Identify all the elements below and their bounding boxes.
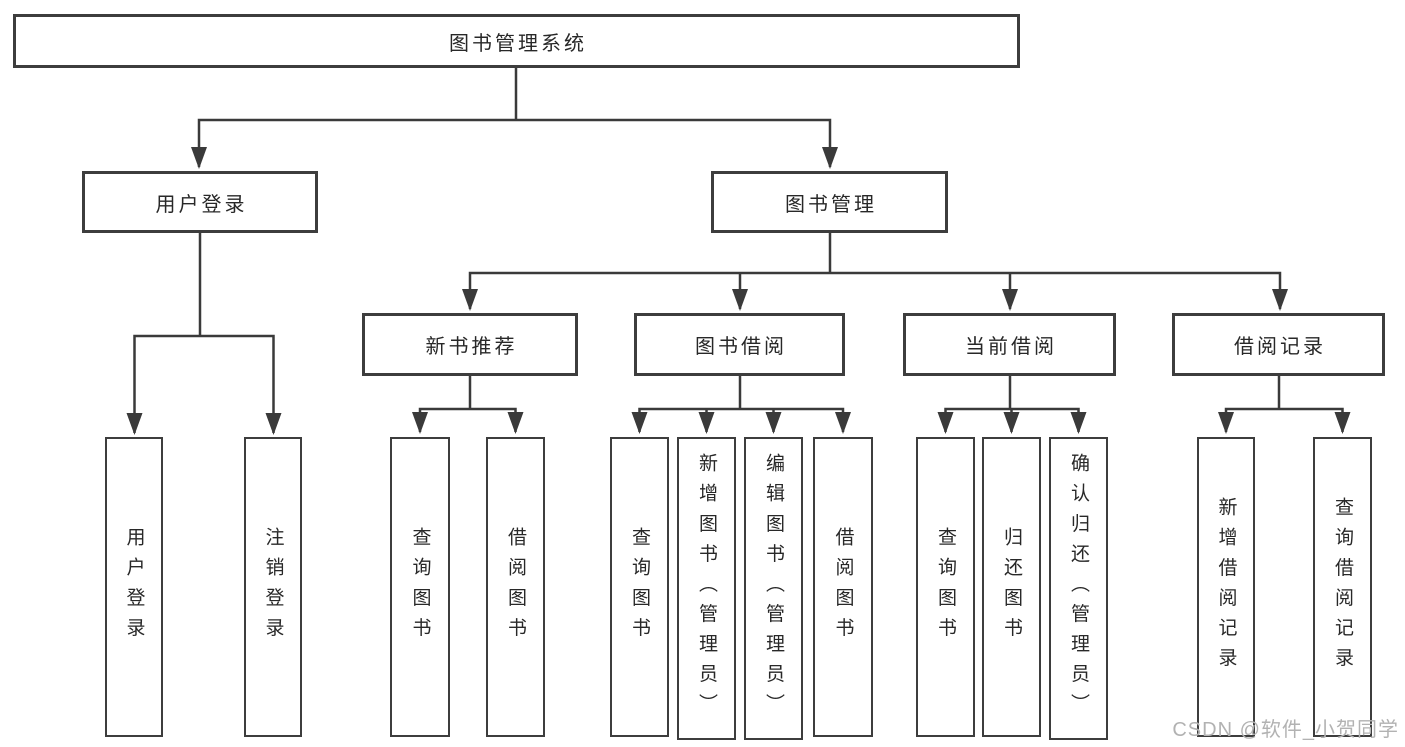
node-current-confirm-return-admin: 确认归还（管理员） [1049,437,1108,740]
node-label: 用户登录 [123,526,145,648]
node-borrow-query-books: 查询图书 [610,437,669,737]
node-label: 查询图书 [935,526,956,648]
node-label: 借阅图书 [505,526,526,648]
node-label: 注销登录 [262,526,284,648]
csdn-watermark: CSDN @软件_小贺同学 [1172,719,1399,741]
node-label: 借阅记录 [1234,336,1326,358]
node-label: 查询图书 [409,526,431,648]
node-label: 查询借阅记录 [1332,496,1353,678]
node-records-query-record: 查询借阅记录 [1313,437,1372,737]
edge-records-to-leaves [1218,407,1351,434]
node-label: 图书借阅 [695,336,787,358]
node-label: 图书管理系统 [449,32,587,55]
node-label: 图书管理 [785,193,877,216]
node-label: 新增图书（管理员） [696,453,717,724]
node-current-borrowing: 当前借阅 [903,313,1116,376]
node-rec-query-books: 查询图书 [390,437,450,737]
node-label: 借阅图书 [832,526,854,648]
node-label: 新书推荐 [425,336,518,358]
node-label: 归还图书 [1001,526,1022,648]
edge-borrow-to-leaves [631,407,851,434]
node-label: 用户登录 [155,193,248,216]
node-records-add-record: 新增借阅记录 [1197,437,1255,737]
node-current-query-books: 查询图书 [916,437,975,737]
node-user-login: 用户登录 [82,171,318,233]
node-borrow-add-books-admin: 新增图书（管理员） [677,437,736,740]
node-label: 当前借阅 [965,336,1057,358]
node-label: 确认归还（管理员） [1068,453,1089,724]
edge-bookmgmt-to-sections [462,271,1288,311]
node-book-borrowing: 图书借阅 [634,313,845,376]
node-rec-borrow-books: 借阅图书 [486,437,545,737]
node-new-book-recommend: 新书推荐 [362,313,578,376]
node-label: 编辑图书（管理员） [763,453,784,724]
node-book-management: 图书管理 [711,171,948,233]
node-library-system: 图书管理系统 [13,14,1020,68]
node-borrow-edit-books-admin: 编辑图书（管理员） [744,437,803,740]
node-label: 新增借阅记录 [1215,496,1237,678]
edge-root-to-level2 [191,118,838,169]
node-label: 查询图书 [629,526,650,648]
node-current-return-books: 归还图书 [982,437,1041,737]
edge-login-to-leaves [126,334,282,435]
node-borrowing-records: 借阅记录 [1172,313,1385,376]
node-borrow-borrow-books: 借阅图书 [813,437,873,737]
edge-newrec-to-leaves [412,407,524,434]
node-login: 用户登录 [105,437,163,737]
node-logout: 注销登录 [244,437,302,737]
